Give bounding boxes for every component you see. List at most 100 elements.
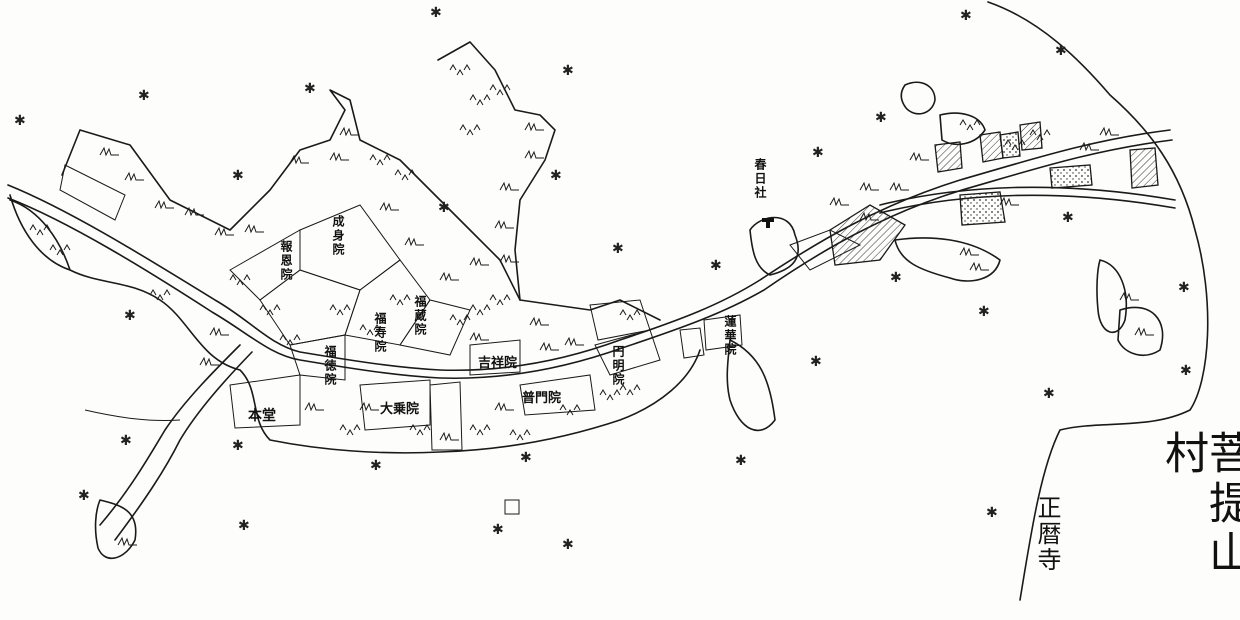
wood-symbol [509,429,517,436]
wood-symbol [483,424,491,431]
field-symbol [539,341,559,352]
gate-marker [504,499,520,515]
tree-symbol: ✱ [520,450,532,466]
sub-temple-label: 福寿院 [373,312,387,354]
wood-symbol [476,99,484,106]
tree-symbol: ✱ [875,110,887,126]
tree-symbol: ✱ [138,88,150,104]
field-symbol [469,331,489,342]
wood-symbol [156,294,164,301]
wood-symbol [606,394,614,401]
tree-symbol: ✱ [438,200,450,216]
wood-symbol [559,404,567,411]
valley-road [7,129,1176,380]
wood-symbol [476,429,484,436]
wood-symbol [369,154,377,161]
tree-symbol: ✱ [562,537,574,553]
tree-symbol: ✱ [812,145,824,161]
tree-symbol: ✱ [1178,280,1190,296]
field-symbol [184,206,204,217]
tree-symbol: ✱ [810,354,822,370]
field-symbol [339,126,359,137]
wood-symbol [408,169,416,176]
field-symbol [154,199,174,210]
sub-temple-label: 蓮華院 [723,315,737,357]
southwest-stream [84,344,253,541]
tree-symbol: ✱ [370,458,382,474]
tree-symbol: ✱ [978,304,990,320]
wood-symbol [463,314,471,321]
wood-symbol [469,94,477,101]
tree-symbol: ✱ [960,8,972,24]
wood-symbol [366,329,374,336]
field-symbol [359,401,379,412]
wood-symbol [516,434,524,441]
wood-symbol [449,64,457,71]
wood-symbol [483,304,491,311]
field-symbol [889,181,909,192]
wood-symbol [459,124,467,131]
wood-symbol [1029,129,1037,136]
field-symbol [499,181,519,192]
wood-symbol [619,384,627,391]
tree-symbol: ✱ [78,488,90,504]
field-symbol [529,316,549,327]
field-symbol [859,181,879,192]
wood-symbol [286,339,294,346]
wood-symbol [496,89,504,96]
field-symbol [244,223,264,234]
wood-symbol [401,174,409,181]
wood-symbol [343,304,351,311]
sub-temple-label: 福蔵院 [413,295,427,337]
main-hall-label: 本堂 [248,408,276,424]
field-symbol [117,536,137,547]
wood-symbol [473,124,481,131]
wood-symbol [163,289,171,296]
wood-symbol [353,424,361,431]
wood-symbol [1004,139,1012,146]
wood-symbol [626,389,634,396]
wood-symbol [523,429,531,436]
field-symbol [379,201,399,212]
wood-symbol [449,314,457,321]
wood-symbol [503,294,511,301]
wood-symbol [389,294,397,301]
wood-symbol [394,169,402,176]
wood-symbol [1011,144,1019,151]
sub-temple-label: 円明院 [611,345,625,387]
tree-symbol: ✱ [124,308,136,324]
tree-symbol: ✱ [710,258,722,274]
tree-symbol: ✱ [1062,210,1074,226]
wood-symbol [1043,129,1051,136]
wood-symbol [966,124,974,131]
sub-temple-label: 成身院 [331,215,345,257]
wood-symbol [56,249,64,256]
wood-symbol [336,309,344,316]
tree-symbol: ✱ [1055,43,1067,59]
field-symbol [199,356,219,367]
field-symbol [829,196,849,207]
wood-symbol [489,84,497,91]
field-symbol [289,154,309,165]
temple-name-label: 正暦寺 [1033,495,1061,573]
field-symbol [1134,326,1154,337]
field-symbol [494,219,514,230]
tree-symbol: ✱ [14,113,26,129]
wood-symbol [456,319,464,326]
wood-symbol [279,334,287,341]
shrine-label: 春日社 [753,158,767,200]
tree-symbol: ✱ [986,505,998,521]
field-symbol [99,146,119,157]
wood-symbol [633,309,641,316]
sub-temple-label: 大乗院 [380,402,420,417]
field-symbol [859,211,879,222]
tree-symbol: ✱ [304,81,316,97]
field-symbol [909,151,929,162]
wood-symbol [339,424,347,431]
field-symbol [524,121,544,132]
tree-symbol: ✱ [890,270,902,286]
tree-symbol: ✱ [238,518,250,534]
wood-symbol [229,274,237,281]
tree-symbol: ✱ [232,438,244,454]
